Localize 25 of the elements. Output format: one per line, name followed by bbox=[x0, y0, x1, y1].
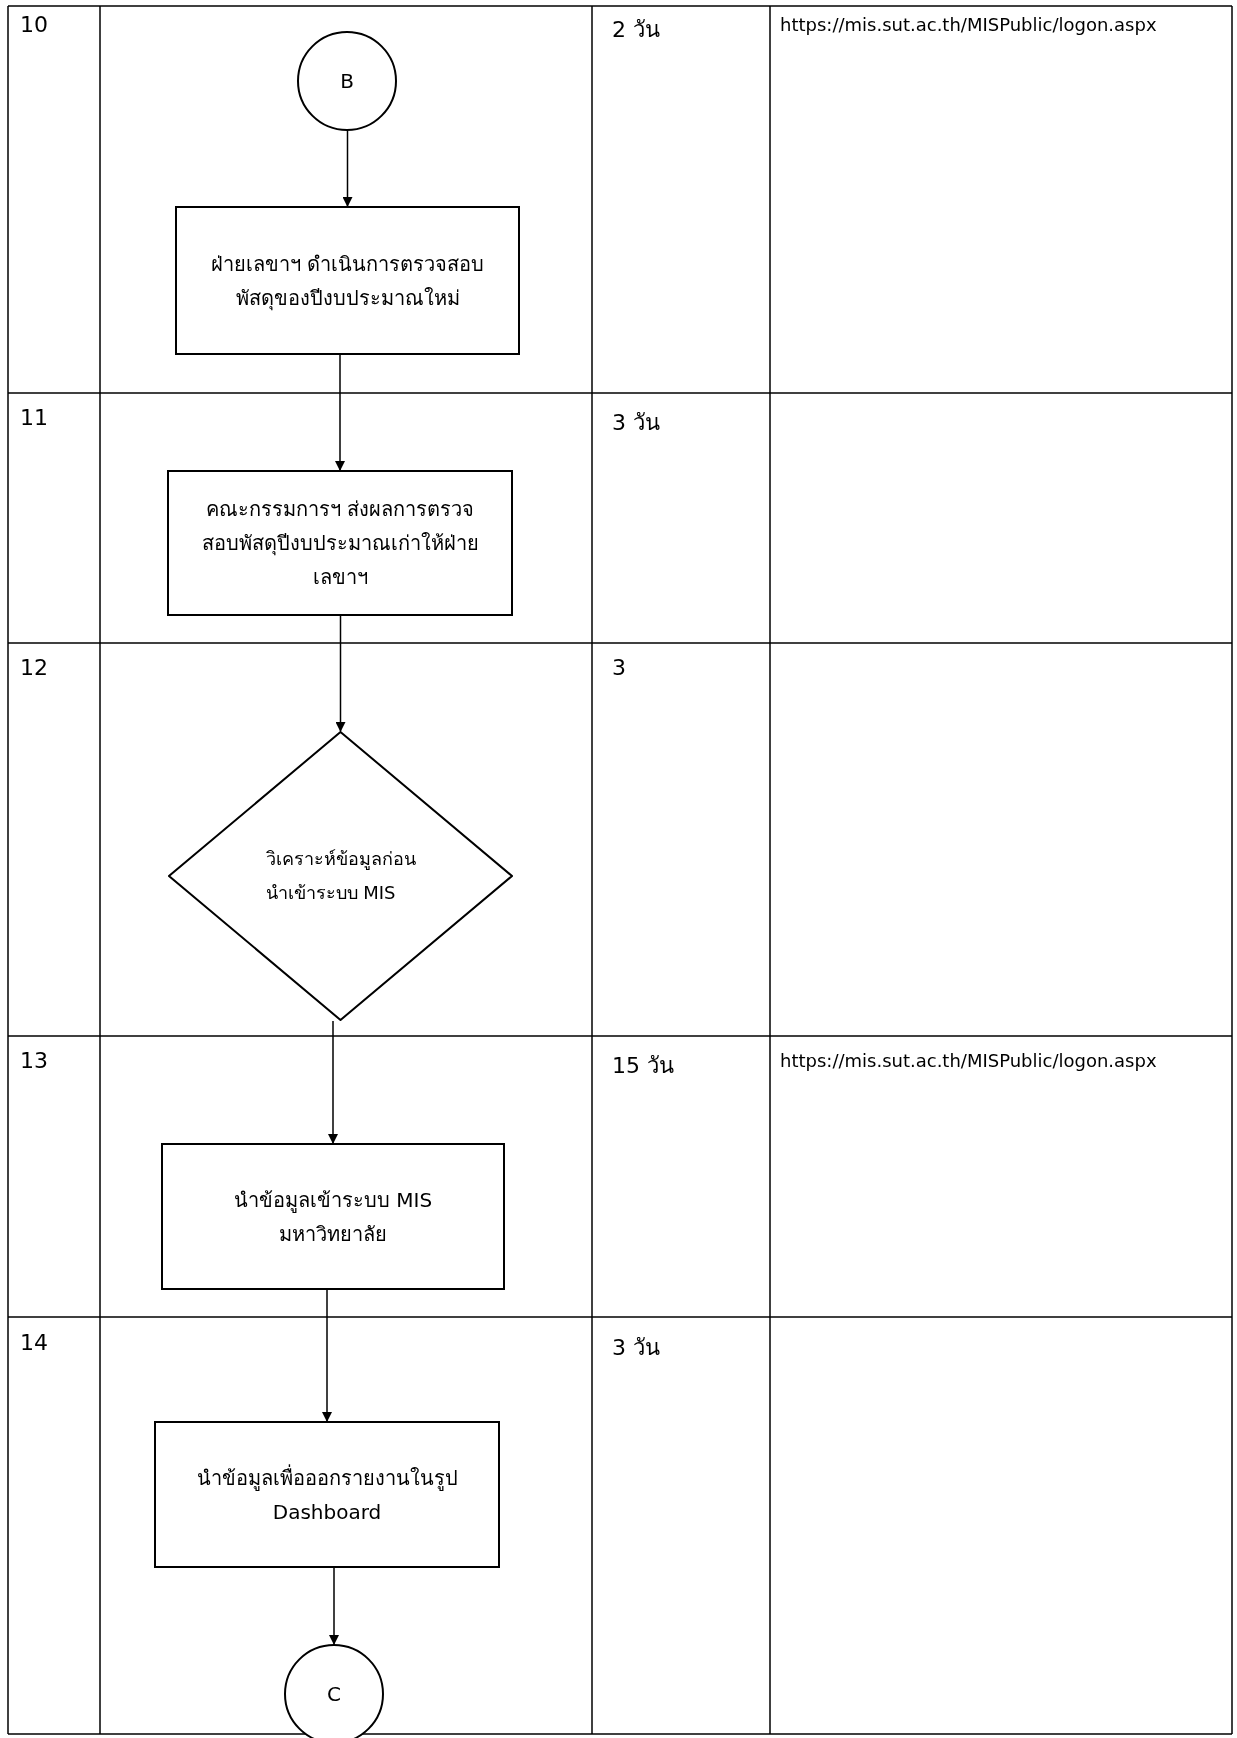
url-text: https://mis.sut.ac.th/MISPublic/logon.aspx bbox=[780, 14, 1157, 35]
duration-text: 15 วัน bbox=[612, 1052, 674, 1080]
row-number: 12 bbox=[20, 655, 48, 680]
row-number: 11 bbox=[20, 405, 48, 430]
duration-text: 2 วัน bbox=[612, 16, 660, 44]
arrow bbox=[322, 1289, 332, 1422]
duration-text: 3 bbox=[612, 655, 626, 680]
decision-diamond: วิเคราะห์ข้อมูลก่อนนำเข้าระบบ MIS bbox=[168, 731, 513, 1021]
process-box: นำข้อมูลเพื่อออกรายงานในรูป Dashboard bbox=[154, 1421, 500, 1568]
process-box: นำข้อมูลเข้าระบบ MIS มหาวิทยาลัย bbox=[161, 1143, 505, 1290]
url-text: https://mis.sut.ac.th/MISPublic/logon.aspx bbox=[780, 1050, 1157, 1071]
arrow bbox=[335, 615, 346, 732]
row-number: 13 bbox=[20, 1048, 48, 1073]
row-number: 14 bbox=[20, 1330, 48, 1355]
arrow bbox=[335, 354, 345, 471]
duration-text: 3 วัน bbox=[612, 409, 660, 437]
connector-circle: C bbox=[284, 1644, 384, 1738]
duration-text: 3 วัน bbox=[612, 1334, 660, 1362]
row-number: 10 bbox=[20, 12, 48, 37]
process-box: ฝ่ายเลขาฯ ดำเนินการตรวจสอบพัสดุของปีงบประมาณใหม่ bbox=[175, 206, 520, 355]
connector-circle: B bbox=[297, 31, 397, 131]
arrow bbox=[342, 130, 353, 207]
process-box: คณะกรรมการฯ ส่งผลการตรวจสอบพัสดุปีงบประมาณเก่าให้ฝ่ายเลขาฯ bbox=[167, 470, 513, 616]
arrow bbox=[329, 1567, 339, 1645]
arrow bbox=[328, 1020, 338, 1144]
